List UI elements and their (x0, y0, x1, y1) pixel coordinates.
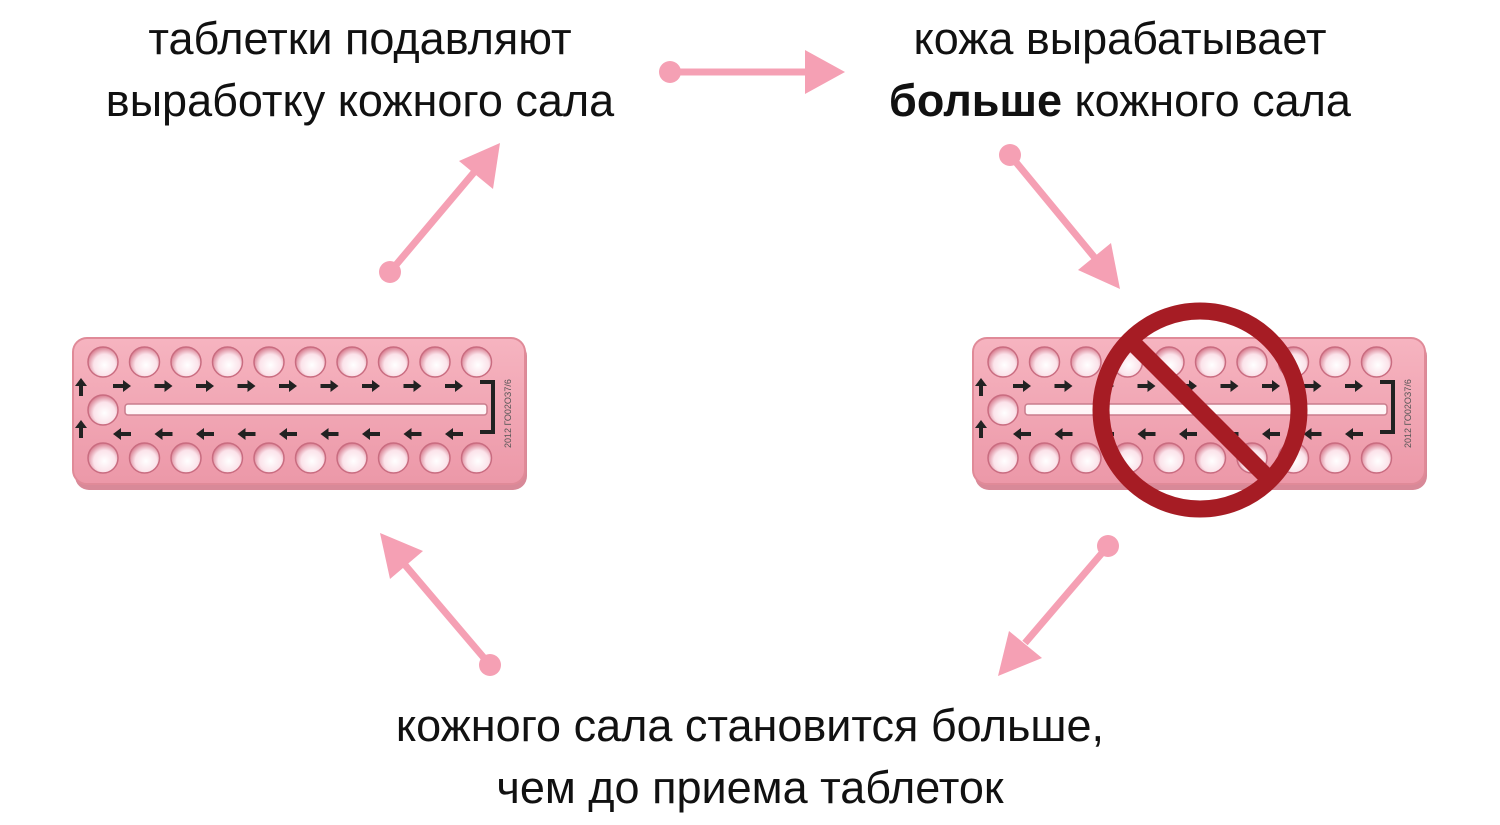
direction-arrow-icon (1220, 380, 1239, 392)
direction-arrow-icon (279, 380, 297, 392)
caption-line-rest: кожного сала (1061, 75, 1351, 126)
pill (1028, 346, 1061, 378)
direction-arrow-icon (1013, 380, 1031, 392)
bracket-icon (480, 380, 495, 434)
direction-arrow-icon (154, 380, 173, 392)
pill (1153, 442, 1185, 474)
pill (377, 346, 410, 378)
pill (211, 442, 244, 474)
pill (419, 346, 451, 378)
caption-line: выработку кожного сала (105, 75, 615, 126)
caption-skin-produces-more: кожа вырабатывает больше кожного сала (820, 8, 1420, 132)
pill (987, 346, 1019, 378)
direction-arrow-icon (113, 380, 131, 392)
pill (1319, 442, 1351, 474)
arrow-bottom-left (380, 533, 501, 676)
direction-arrow-icon (1262, 380, 1280, 392)
pill (1194, 346, 1227, 378)
pill (987, 442, 1019, 474)
pill (1070, 346, 1102, 378)
pill (253, 346, 285, 378)
direction-arrow-icon (113, 428, 131, 440)
pill-pack-left: 2012 ГО02ОЗ7/6 (72, 337, 527, 490)
pill (1236, 346, 1268, 378)
pill (1070, 442, 1102, 474)
direction-arrow-icon (1179, 428, 1197, 440)
direction-arrow-icon (1345, 428, 1363, 440)
arrow-left-up (379, 143, 500, 283)
direction-arrow-icon (196, 428, 214, 440)
pill (1194, 442, 1227, 474)
arrow-right-down (999, 144, 1120, 289)
up-arrow-icon (975, 378, 987, 396)
up-arrow-icon (75, 420, 87, 438)
pack-slot (124, 403, 488, 416)
direction-arrow-icon (196, 380, 214, 392)
direction-arrow-icon (1345, 380, 1363, 392)
pill (211, 346, 244, 378)
direction-arrow-icon (237, 428, 256, 440)
caption-line: чем до приема таблеток (496, 762, 1004, 813)
direction-arrow-icon (320, 380, 339, 392)
direction-arrow-icon (279, 428, 297, 440)
pill (987, 394, 1019, 426)
pill (128, 346, 161, 378)
pill (128, 442, 161, 474)
caption-pills-suppress-sebum: таблетки подавляют выработку кожного сал… (60, 8, 660, 132)
arrow-top (659, 50, 845, 94)
direction-arrow-icon (362, 380, 380, 392)
direction-arrow-icon (1137, 380, 1156, 392)
direction-arrow-icon (1137, 428, 1156, 440)
pill (377, 442, 410, 474)
pill (253, 442, 285, 474)
direction-arrow-icon (1054, 428, 1073, 440)
pill (170, 346, 202, 378)
direction-arrow-icon (320, 428, 339, 440)
arrow-bottom-right (998, 535, 1119, 676)
direction-arrow-icon (1303, 380, 1322, 392)
direction-arrow-icon (1303, 428, 1322, 440)
pill (1360, 346, 1393, 378)
direction-arrow-icon (237, 380, 256, 392)
pill (87, 394, 119, 426)
pill (294, 346, 327, 378)
up-arrow-icon (975, 420, 987, 438)
up-arrow-icon (75, 378, 87, 396)
caption-line: таблетки подавляют (148, 13, 572, 64)
direction-arrow-icon (445, 428, 463, 440)
caption-line: больше кожного сала (820, 70, 1420, 132)
pill (87, 346, 119, 378)
pill (294, 442, 327, 474)
pill (170, 442, 202, 474)
direction-arrow-icon (445, 380, 463, 392)
pill (336, 442, 368, 474)
caption-bold-word: больше (889, 75, 1062, 126)
direction-arrow-icon (1013, 428, 1031, 440)
pill (419, 442, 451, 474)
pill (87, 442, 119, 474)
pill (460, 442, 493, 474)
direction-arrow-icon (1262, 428, 1280, 440)
direction-arrow-icon (154, 428, 173, 440)
direction-arrow-icon (362, 428, 380, 440)
pack-imprint: 2012 ГО02ОЗ7/6 (503, 379, 513, 448)
pill (460, 346, 493, 378)
caption-more-sebum-than-before: кожного сала становится больше, чем до п… (300, 695, 1200, 819)
pack-imprint: 2012 ГО02ОЗ7/6 (1403, 379, 1413, 448)
bracket-icon (1380, 380, 1395, 434)
caption-line: кожа вырабатывает (913, 13, 1327, 64)
direction-arrow-icon (403, 380, 422, 392)
pill (1319, 346, 1351, 378)
prohibition-icon (1092, 302, 1308, 518)
caption-line: кожного сала становится больше, (395, 700, 1105, 751)
pill (336, 346, 368, 378)
pill (1028, 442, 1061, 474)
pill (1360, 442, 1393, 474)
direction-arrow-icon (1054, 380, 1073, 392)
direction-arrow-icon (403, 428, 422, 440)
